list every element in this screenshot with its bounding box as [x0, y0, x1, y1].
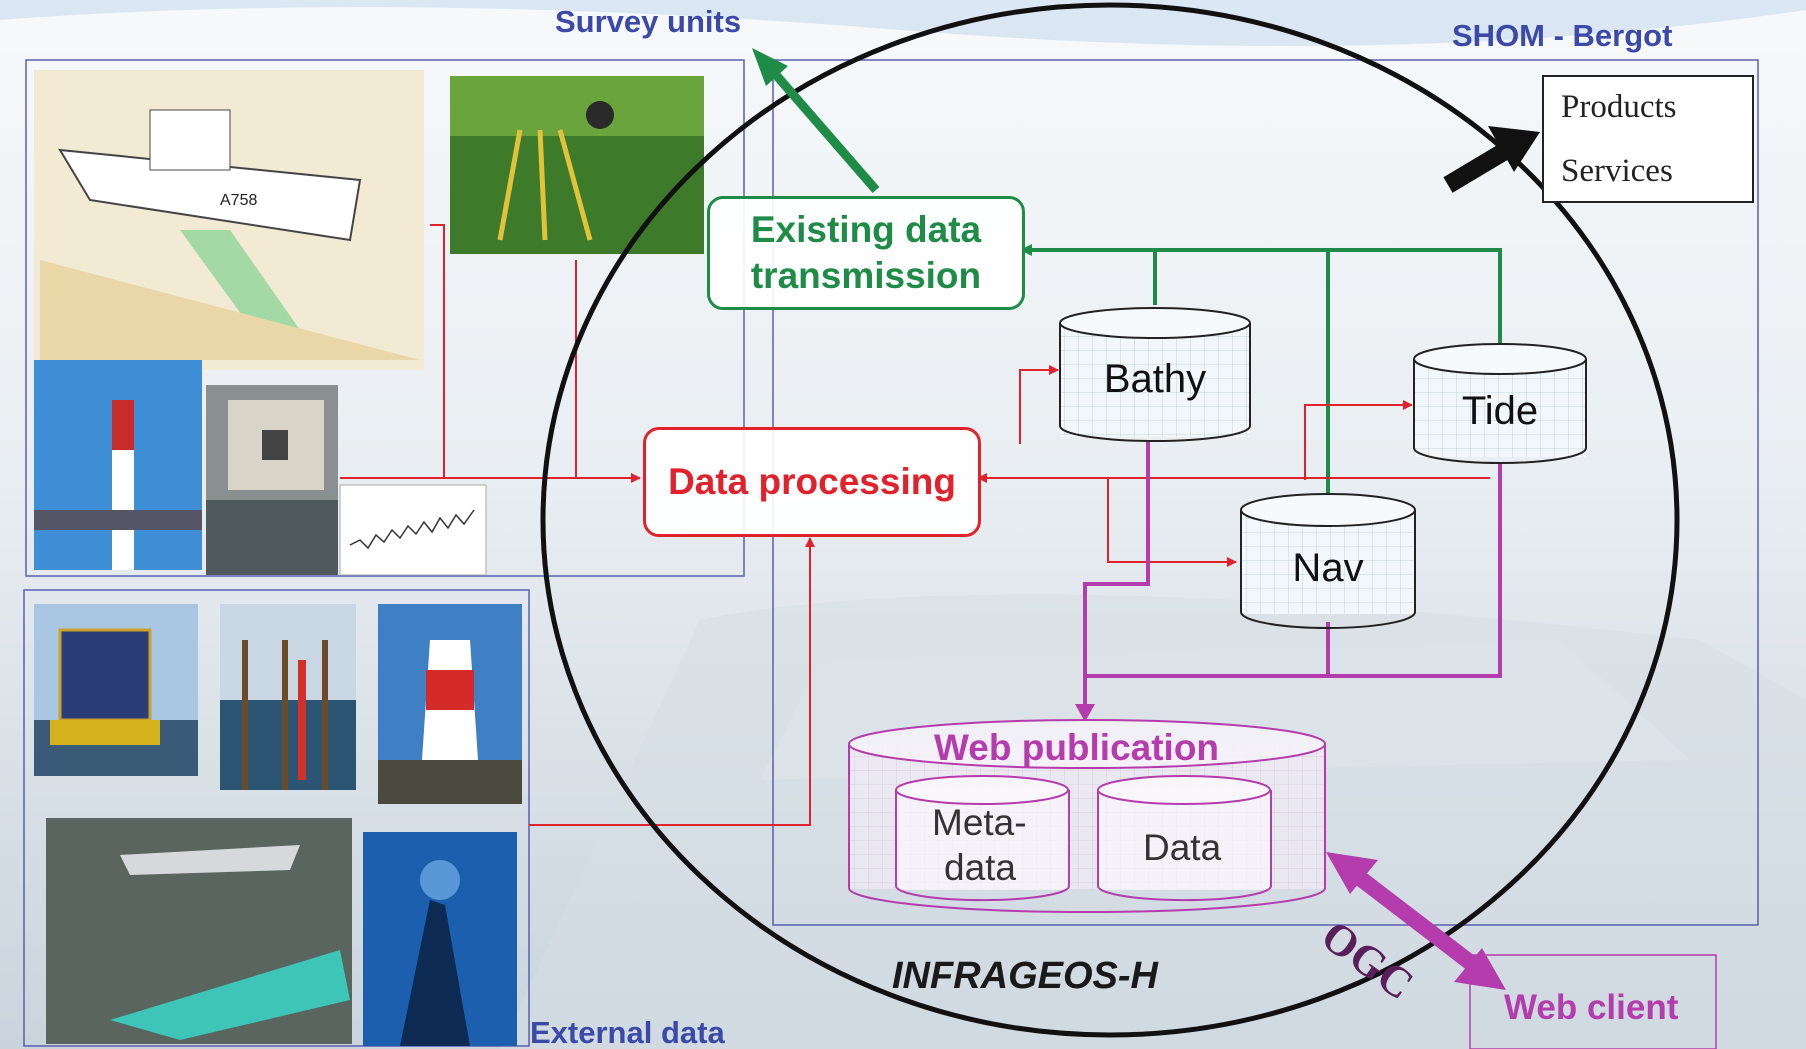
tide-label: Tide — [1461, 389, 1539, 433]
infrageos-boundary-circle — [540, 2, 1680, 1038]
survey-to-processing-lines — [340, 224, 815, 826]
tide-station-building-photo — [206, 385, 338, 575]
metadata-store — [895, 775, 1070, 902]
shipwreck-photo — [363, 832, 517, 1046]
tide-database — [1413, 343, 1587, 464]
products-label: Products — [1561, 89, 1677, 125]
survey-units-arrow — [752, 48, 880, 193]
services-label: Services — [1561, 153, 1673, 189]
lidar-aircraft-photo — [46, 818, 352, 1044]
existing-data-links — [1020, 244, 1502, 496]
topographer-tripod-photo — [450, 76, 704, 254]
external-data-label: External data — [530, 1015, 725, 1049]
ogc-double-arrow — [1326, 852, 1506, 990]
survey-units-frame — [25, 59, 745, 577]
publication-arrowhead — [1075, 704, 1095, 722]
sky-band — [0, 0, 1806, 46]
shom-bergot-label: SHOM - Bergot — [1452, 18, 1673, 53]
data-store-label: Data — [1143, 827, 1222, 868]
nav-database — [1240, 493, 1416, 629]
processing-to-database-lines — [977, 365, 1490, 567]
data-store — [1097, 775, 1272, 902]
external-data-frame — [23, 589, 530, 1047]
existing-data-line2: transmission — [750, 255, 982, 296]
data-processing-box: Data processing — [643, 427, 981, 537]
tide-gauge-post-photo — [34, 360, 202, 570]
web-client-label: Web client — [1504, 988, 1679, 1027]
nav-label: Nav — [1292, 546, 1364, 590]
web-client-frame — [1469, 954, 1717, 1049]
web-publication-label: Web publication — [934, 727, 1220, 768]
lighthouse-photo — [378, 604, 522, 804]
tide-staff-structure-photo — [220, 604, 356, 790]
tide-signal-plot — [339, 484, 487, 576]
buoy-platform-photo — [34, 604, 198, 776]
svg-text:A758: A758 — [220, 192, 257, 209]
survey-ship-illustration: A758 — [34, 70, 424, 370]
infrageos-label: INFRAGEOS-H — [892, 955, 1158, 997]
bathy-database — [1059, 307, 1251, 442]
survey-units-label: Survey units — [555, 4, 742, 39]
metadata-label-line2: data — [944, 847, 1017, 888]
publication-links — [1083, 440, 1502, 718]
metadata-label-line1: Meta- — [932, 802, 1027, 843]
products-arrow — [1443, 126, 1540, 193]
existing-data-transmission-box: Existing data transmission — [707, 196, 1025, 310]
existing-data-line1: Existing data — [750, 209, 982, 250]
products-services-box: Products Services — [1542, 75, 1754, 203]
bathy-label: Bathy — [1103, 357, 1207, 401]
